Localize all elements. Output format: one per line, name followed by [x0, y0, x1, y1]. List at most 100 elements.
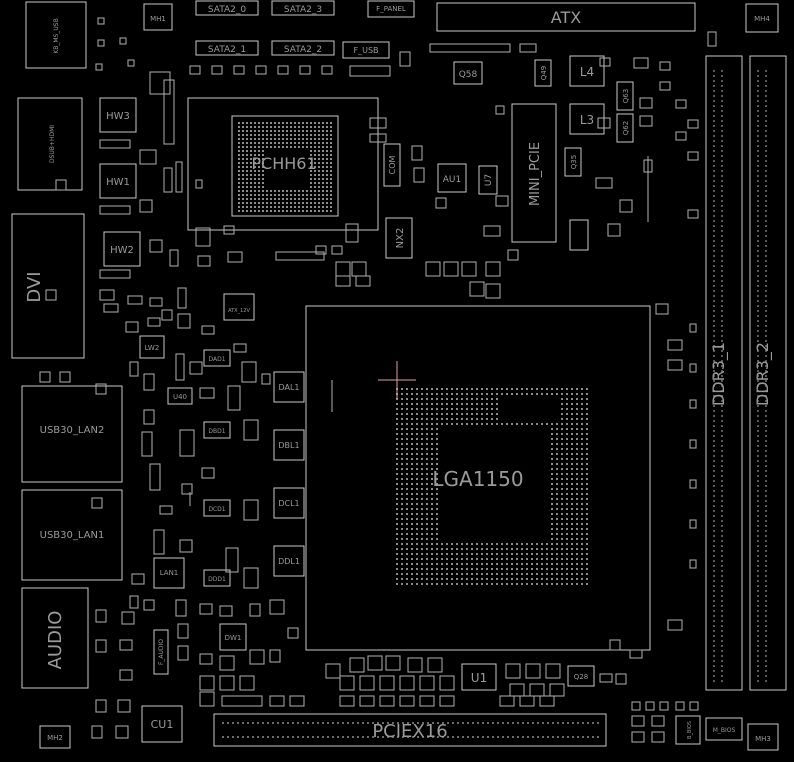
socket-pin [576, 443, 578, 445]
socket-pin [421, 418, 423, 420]
socket-pin [396, 438, 398, 440]
socket-pin [586, 423, 588, 425]
board-component [689, 519, 697, 529]
ddr-pin [765, 680, 767, 682]
board-component [103, 303, 119, 313]
socket-pin [571, 408, 573, 410]
pch-pin [306, 138, 308, 140]
socket-pin [451, 408, 453, 410]
ddr-pin [765, 495, 767, 497]
ddr-pin [765, 150, 767, 152]
socket-pin [586, 528, 588, 530]
socket-pin [416, 543, 418, 545]
board-component [177, 313, 191, 329]
socket-pin [566, 433, 568, 435]
ddr-pin [721, 485, 723, 487]
pch-pin [246, 134, 248, 136]
socket-pin [586, 493, 588, 495]
socket-pin [561, 513, 563, 515]
socket-pin [551, 458, 553, 460]
q28-chip [567, 665, 595, 687]
pcie-pin [322, 736, 324, 738]
socket-pin [586, 408, 588, 410]
ddr-pin [721, 635, 723, 637]
ddr-pin [721, 455, 723, 457]
socket-pin [581, 433, 583, 435]
ddr-pin [721, 330, 723, 332]
pch-pin [238, 134, 240, 136]
pch-pin [254, 150, 256, 152]
pcie-pin [432, 722, 434, 724]
ddr-pin [765, 475, 767, 477]
pcie-pin [402, 736, 404, 738]
socket-pin [451, 393, 453, 395]
socket-pin [496, 418, 498, 420]
board-component [499, 695, 515, 707]
pcie-pin [372, 722, 374, 724]
socket-pin [431, 478, 433, 480]
ddr-pin [757, 320, 759, 322]
socket-pin [421, 513, 423, 515]
ddr-pin [713, 145, 715, 147]
ddr-pin [721, 665, 723, 667]
board-component [359, 695, 375, 707]
ddr-pin [757, 575, 759, 577]
socket-pin [416, 523, 418, 525]
pch-pin [254, 162, 256, 164]
socket-pin [396, 523, 398, 525]
board-component [599, 673, 613, 683]
socket-pin [461, 388, 463, 390]
socket-pin [506, 573, 508, 575]
ddr-pin [721, 430, 723, 432]
ddr-pin [713, 95, 715, 97]
ddr-pin [713, 395, 715, 397]
pch-pin [306, 142, 308, 144]
socket-pin [486, 568, 488, 570]
pciex16-slot [213, 713, 607, 747]
ddr-pin [721, 425, 723, 427]
label-sata2-0: SATA2_0 [208, 5, 247, 15]
ddr-pin [713, 590, 715, 592]
socket-pin [416, 558, 418, 560]
ddr-pin [713, 110, 715, 112]
socket-pin [496, 578, 498, 580]
socket-pin [406, 568, 408, 570]
socket-pin [551, 533, 553, 535]
socket-pin [456, 563, 458, 565]
pch-pin [306, 194, 308, 196]
ddr-pin [721, 155, 723, 157]
ddr-pin [765, 350, 767, 352]
ddr-pin [721, 260, 723, 262]
label-dal1: DAL1 [278, 383, 299, 392]
socket-pin [461, 548, 463, 550]
ddr-pin [765, 620, 767, 622]
ddr-pin [765, 425, 767, 427]
ddr-pin [765, 545, 767, 547]
socket-pin [541, 558, 543, 560]
socket-pin [581, 498, 583, 500]
pch-pin [238, 122, 240, 124]
board-component [149, 297, 163, 307]
board-component [45, 289, 57, 301]
pch-pin [330, 130, 332, 132]
pcie-pin [227, 736, 229, 738]
socket-pin [421, 523, 423, 525]
ddr-pin [713, 485, 715, 487]
ddr-pin [757, 660, 759, 662]
socket-pin [581, 538, 583, 540]
pcie-pin [532, 736, 534, 738]
socket-pin [416, 538, 418, 540]
socket-pin [396, 573, 398, 575]
pch-pin [246, 154, 248, 156]
socket-pin [481, 413, 483, 415]
socket-pin [576, 398, 578, 400]
ddr-pin [765, 125, 767, 127]
socket-pin [446, 553, 448, 555]
pch-pin [254, 182, 256, 184]
socket-pin [556, 533, 558, 535]
socket-pin [406, 543, 408, 545]
socket-pin [581, 453, 583, 455]
ddr-pin [765, 115, 767, 117]
pch-pin [290, 198, 292, 200]
pch-pin [238, 146, 240, 148]
